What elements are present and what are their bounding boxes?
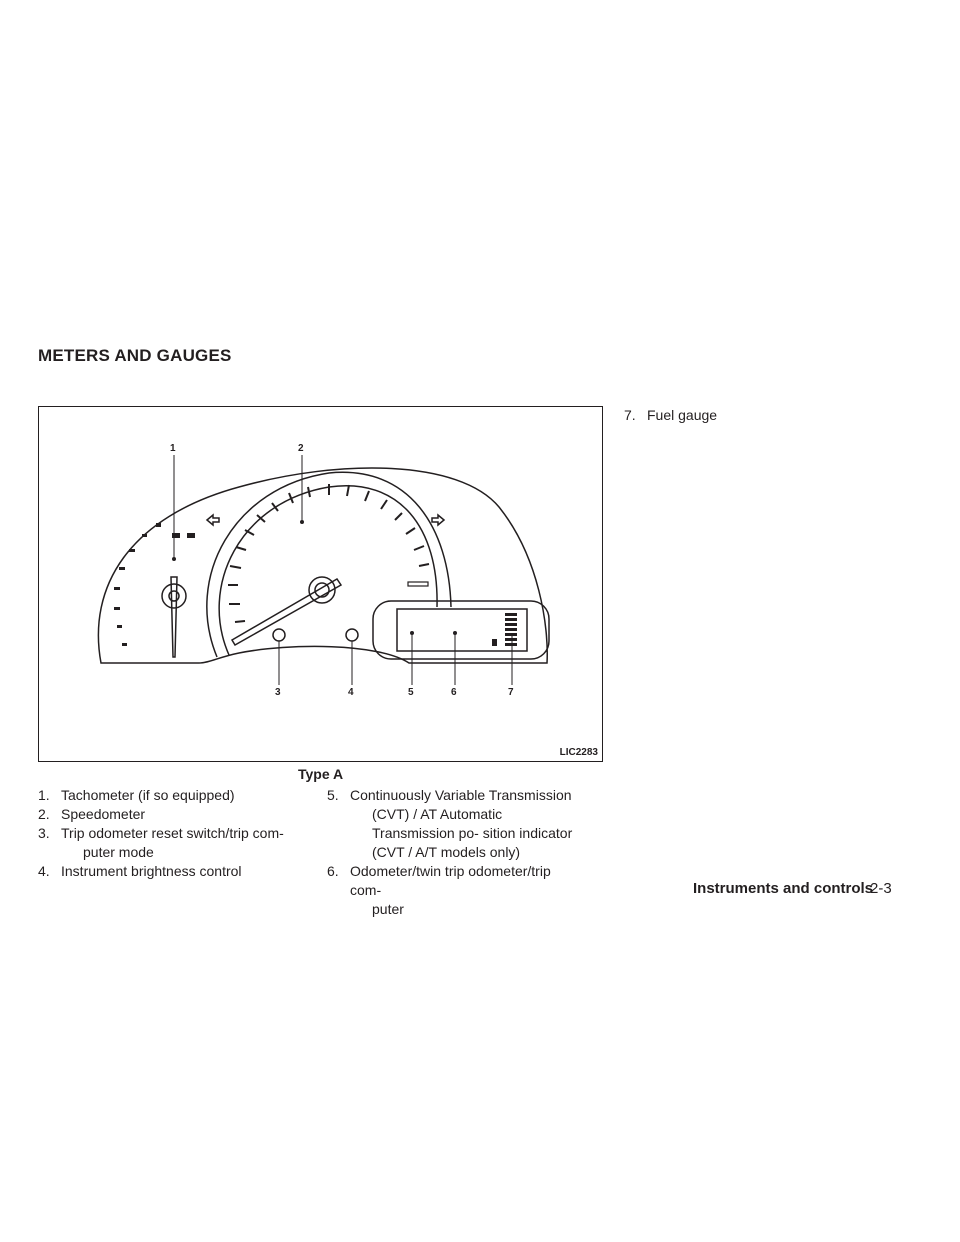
cluster-outline	[97, 467, 548, 664]
item-number: 2.	[38, 806, 50, 822]
left-turn-arrow	[205, 513, 220, 527]
legend-list-left: 1. Tachometer (if so equipped) 2. Speedome…	[38, 786, 298, 881]
item-text: Trip odometer reset switch/trip com-	[61, 825, 284, 841]
legend-list-right: 7. Fuel gauge	[624, 406, 824, 425]
list-item: 2. Speedometer	[38, 805, 298, 824]
list-item: 4. Instrument brightness control	[38, 862, 298, 881]
section-title: METERS AND GAUGES	[38, 346, 232, 365]
speedometer-needle	[230, 577, 343, 647]
list-item: 7. Fuel gauge	[624, 406, 824, 425]
item-number: 5.	[327, 787, 339, 803]
item-number: 7.	[624, 407, 636, 423]
brightness-control-button	[345, 628, 359, 642]
figure-caption: Type A	[298, 766, 344, 782]
tachometer-hub	[161, 583, 187, 609]
list-item: 6. Odometer/twin trip odometer/trip com-p…	[327, 862, 582, 919]
figure-code: LIC2283	[559, 747, 598, 758]
speedometer-hub	[308, 576, 336, 604]
callout-5: 5	[408, 687, 414, 698]
tachometer-needle	[170, 576, 178, 658]
list-item: 3. Trip odometer reset switch/trip com-pu…	[38, 824, 298, 862]
item-text: Fuel gauge	[647, 407, 718, 423]
item-text: Tachometer (if so equipped)	[61, 787, 235, 803]
item-text: Continuously Variable Transmission	[350, 787, 572, 803]
list-item: 1. Tachometer (if so equipped)	[38, 786, 298, 805]
item-number: 4.	[38, 863, 50, 879]
trip-reset-button	[272, 628, 286, 642]
page-number: 2-3	[870, 880, 892, 897]
callout-4: 4	[348, 687, 354, 698]
item-text: Speedometer	[61, 806, 146, 822]
item-number: 1.	[38, 787, 50, 803]
callout-2: 2	[298, 443, 304, 454]
item-number: 6.	[327, 863, 339, 879]
speedometer-arc	[218, 485, 438, 656]
lcd-display	[396, 608, 528, 652]
item-text-continued: puter	[372, 901, 404, 917]
instrument-cluster-illustration	[97, 455, 550, 685]
fuel-gauge-bars	[492, 613, 517, 646]
callout-3: 3	[275, 687, 281, 698]
item-text: Instrument brightness control	[61, 863, 242, 879]
list-item: 5. Continuously Variable Transmission (CVT…	[327, 786, 582, 862]
legend-list-middle: 5. Continuously Variable Transmission (CVT…	[327, 786, 582, 919]
callout-6: 6	[451, 687, 457, 698]
item-text-continued: (CVT) / AT Automatic Transmission po- si…	[372, 806, 573, 860]
footer-section-name: Instruments and controls	[693, 880, 874, 897]
right-turn-arrow	[431, 513, 446, 527]
callout-7: 7	[508, 687, 514, 698]
display-panel-outline	[372, 600, 550, 660]
callout-1: 1	[170, 443, 176, 454]
item-text-continued: puter mode	[83, 844, 154, 860]
item-text: Odometer/twin trip odometer/trip com-	[350, 863, 551, 898]
item-number: 3.	[38, 825, 50, 841]
instrument-cluster-figure: 1 2 3 4 5 6 7 LIC2283	[38, 406, 603, 762]
